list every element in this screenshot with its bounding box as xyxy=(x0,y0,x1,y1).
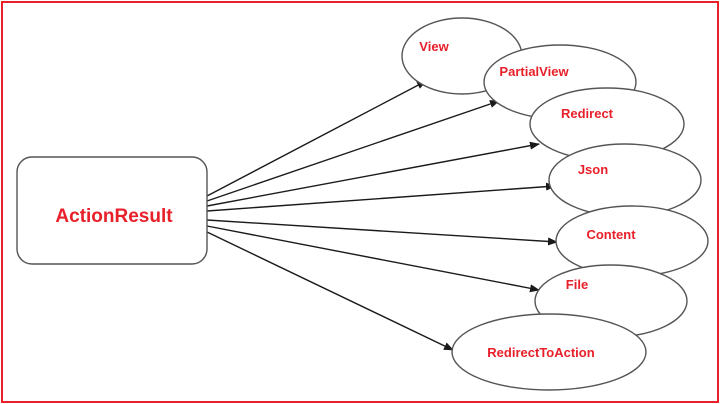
target-node-json-label: Json xyxy=(578,162,608,177)
arrow-group xyxy=(206,80,558,351)
target-node-file-label: File xyxy=(566,277,588,292)
arrow-to-redirect xyxy=(206,141,540,207)
source-node: ActionResult xyxy=(16,156,208,265)
arrow-to-redirecttoaction xyxy=(206,231,454,351)
arrow-to-view xyxy=(206,80,427,197)
source-node-label: ActionResult xyxy=(55,206,173,227)
target-node-redirecttoaction: RedirectToAction xyxy=(451,313,647,391)
target-node-content: Content xyxy=(555,205,709,277)
target-node-content-label: Content xyxy=(586,227,636,242)
arrow-to-json xyxy=(206,182,556,212)
target-node-view-label: View xyxy=(419,39,449,54)
source-node-box xyxy=(16,156,208,265)
arrow-to-content xyxy=(206,219,558,246)
arrow-to-file xyxy=(206,225,540,293)
target-node-json-ellipse xyxy=(548,143,702,217)
target-node-redirecttoaction-label: RedirectToAction xyxy=(487,345,594,360)
target-node-json: Json xyxy=(548,143,702,217)
target-node-redirecttoaction-ellipse xyxy=(451,313,647,391)
arrow-to-partialview xyxy=(206,100,500,202)
target-node-partialview-label: PartialView xyxy=(499,64,569,79)
target-node-redirect-label: Redirect xyxy=(561,106,614,121)
